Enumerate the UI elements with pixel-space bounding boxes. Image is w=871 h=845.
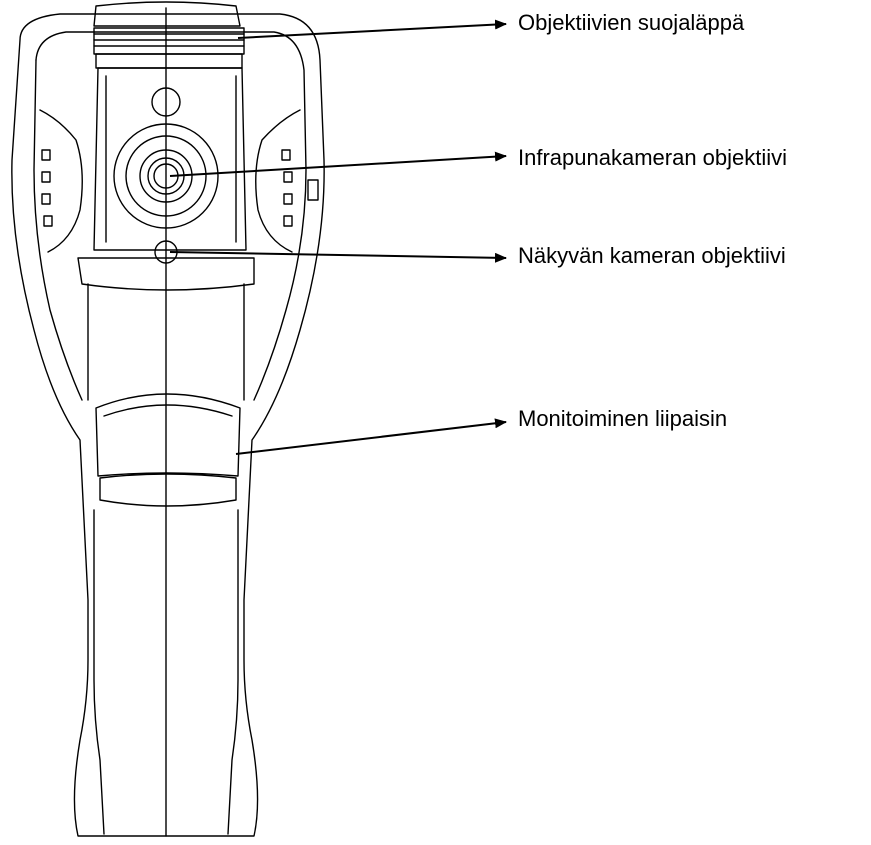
trigger-recess: [95, 393, 241, 477]
callout-arrows: [169, 19, 507, 455]
arrow-lens-cover: [237, 19, 507, 39]
right-side-bezel: [255, 109, 301, 253]
camera-body-outline: [11, 13, 325, 837]
arrow-infrared-lens: [169, 151, 507, 177]
left-side-bezel: [39, 109, 83, 253]
label-visible-lens: Näkyvän kameran objektiivi: [518, 243, 786, 268]
lens-cover-flap: [93, 1, 241, 27]
trigger: [99, 473, 237, 507]
handle: [93, 509, 105, 835]
head-inner-contour: [35, 31, 307, 401]
label-lens-cover: Objektiivien suojaläppä: [518, 10, 745, 35]
arrow-visible-lens: [169, 251, 507, 263]
label-infrared-lens: Infrapunakameran objektiivi: [518, 145, 788, 170]
arrow-trigger: [235, 418, 507, 455]
label-trigger: Monitoiminen liipaisin: [518, 406, 728, 431]
lens-housing: [93, 67, 247, 251]
